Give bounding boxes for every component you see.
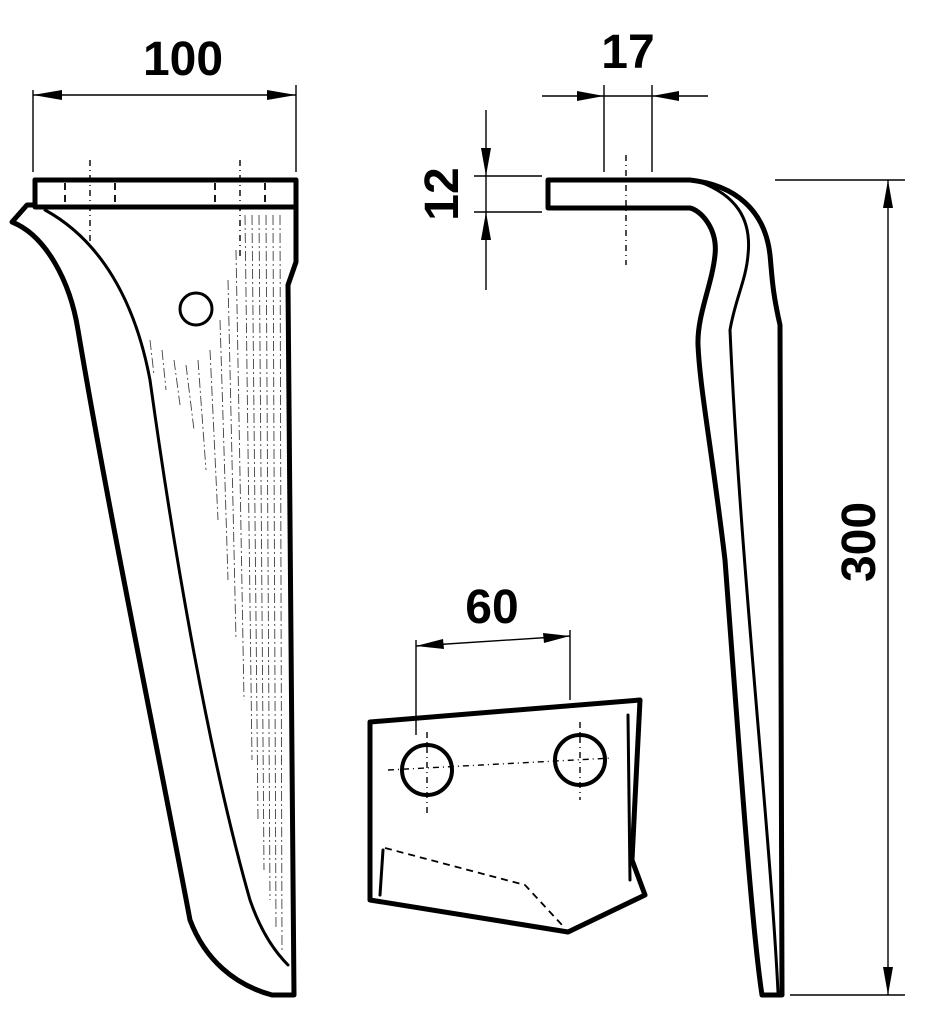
blade-mount-hole	[178, 291, 214, 327]
bracket-edge-detail	[626, 713, 632, 882]
dim-arrow	[267, 90, 296, 100]
blade-side-inner-edge	[698, 180, 780, 994]
bracket-edge-detail	[378, 848, 385, 897]
dim-arrow	[33, 90, 62, 100]
blade-inner-edge	[43, 208, 290, 967]
blade-side-view: 17 12 300	[416, 26, 905, 998]
dim-arrow	[883, 180, 893, 208]
dim-label-height: 300	[833, 502, 886, 582]
dim-arrow	[481, 212, 491, 240]
dim-arrow	[416, 639, 444, 649]
centerline	[387, 757, 613, 771]
blade-front-view: 100	[9, 33, 299, 998]
dim-arrow	[543, 633, 570, 643]
bracket-plate-view: 60	[367, 581, 648, 935]
blade-shading	[149, 214, 283, 951]
blade-front-outline	[9, 177, 299, 998]
dim-arrow	[883, 967, 893, 995]
dim-arrow	[652, 91, 679, 101]
bracket-bevel-dashed	[384, 847, 563, 926]
dim-label-width-top: 100	[143, 33, 223, 86]
blade-side-outline	[545, 177, 785, 998]
dim-arrow	[481, 148, 491, 176]
mounting-plate	[32, 177, 299, 210]
dim-arrow	[577, 91, 604, 101]
bracket-plate-outline	[367, 697, 648, 935]
dim-label-bracket-thickness: 12	[416, 167, 469, 220]
dim-label-hole-spacing: 60	[465, 581, 518, 634]
dim-label-bracket-width: 17	[601, 26, 654, 79]
